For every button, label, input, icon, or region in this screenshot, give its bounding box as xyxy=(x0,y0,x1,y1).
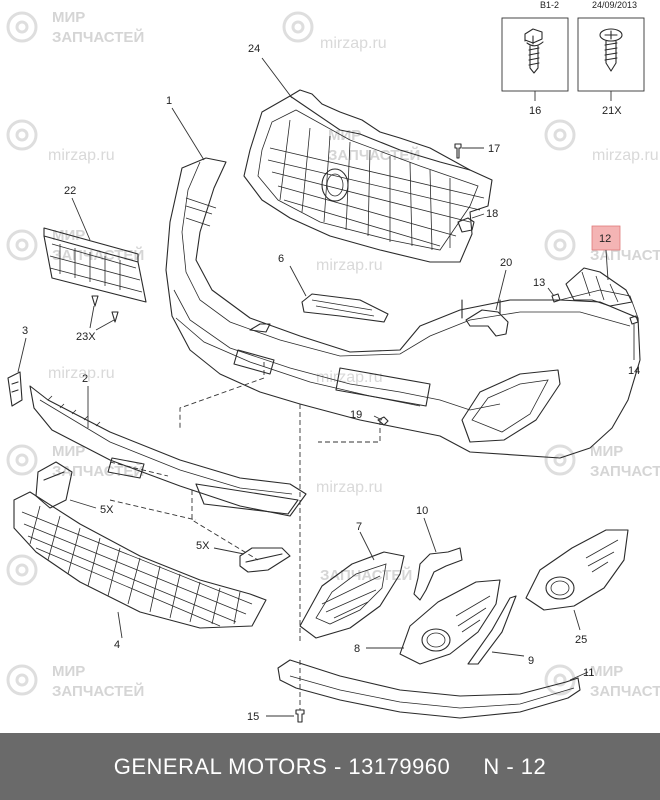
watermark-brand-line1-f: МИР xyxy=(590,443,623,460)
callout-22: 22 xyxy=(64,185,76,197)
watermark-logo-top-left: МИР ЗАПЧАСТЕЙ xyxy=(6,9,144,46)
callout-13: 13 xyxy=(533,277,545,289)
watermark-brand-line2-h: ЗАПЧАСТЕЙ xyxy=(52,682,144,700)
part-4-lower-grille xyxy=(13,491,267,629)
callout-21x: 21X xyxy=(602,105,622,117)
part-10-bracket xyxy=(413,547,463,601)
callout-23x: 23X xyxy=(76,331,96,343)
watermark-logo-right-4: МИР ЗАПЧАСТЕЙ xyxy=(544,443,660,480)
watermark-brand-line1-i: МИР xyxy=(590,663,623,680)
callout-8: 8 xyxy=(354,643,360,655)
part-5x-clip-b xyxy=(239,547,291,573)
callout-15: 15 xyxy=(247,711,259,723)
watermark-brand-line2-d: ЗАПЧАСТЕЙ xyxy=(590,246,660,264)
watermark-url-6: mirzap.ru xyxy=(316,369,383,386)
callout-1: 1 xyxy=(166,95,172,107)
part-18-clip xyxy=(457,217,475,233)
watermark-url-2: mirzap.ru xyxy=(48,147,115,164)
watermark-brand-line1-h: МИР xyxy=(52,663,85,680)
callout-16: 16 xyxy=(529,105,541,117)
part-12-highlight-badge xyxy=(591,225,621,251)
diagram-code: B1-2 xyxy=(540,0,559,10)
watermark-url-1: mirzap.ru xyxy=(320,35,387,52)
watermark-brand-line2-i: ЗАПЧАСТЕЙ xyxy=(590,682,660,700)
part-13-clip xyxy=(551,293,561,303)
watermark-brand-line2-e: ЗАПЧАСТЕЙ xyxy=(52,462,144,480)
footer-brand: GENERAL MOTORS xyxy=(113,753,328,779)
watermark-url-3: mirzap.ru xyxy=(592,147,659,164)
part-11-lower-trim xyxy=(277,659,581,719)
watermark-brand-line2-g: ЗАПЧАСТЕЙ xyxy=(320,566,412,584)
part-1-bumper-cover xyxy=(165,157,641,459)
part-17-screw xyxy=(454,143,462,159)
watermark-brand-line1: МИР xyxy=(52,9,85,26)
part-25-fog-bezel-right xyxy=(525,529,629,611)
callout-19: 19 xyxy=(350,409,362,421)
watermark-brand-line2-f: ЗАПЧАСТЕЙ xyxy=(590,462,660,480)
watermark-url-4: mirzap.ru xyxy=(316,257,383,274)
watermark-logo-right-2 xyxy=(544,119,576,151)
part-15-clip xyxy=(295,709,305,723)
part-12-bumper-bracket xyxy=(565,267,633,307)
callout-3: 3 xyxy=(22,325,28,337)
part-6-lower-grille-strip xyxy=(301,293,389,323)
watermark-logo-left-5 xyxy=(6,554,38,586)
footer-separator: - xyxy=(327,753,349,779)
watermark-layer: МИР ЗАПЧАСТЕЙ mirzap.ru mirzap.ru МИР ЗА… xyxy=(6,9,660,700)
part-24-upper-grille xyxy=(243,89,493,263)
callout-25: 25 xyxy=(575,634,587,646)
part-14-clip xyxy=(629,315,639,325)
callout-2: 2 xyxy=(82,373,88,385)
watermark-brand-line1-b: МИР xyxy=(328,127,361,144)
watermark-logo-right-3: ЗАПЧАСТЕЙ xyxy=(544,229,660,264)
part-19-clip xyxy=(377,416,389,426)
callout-17: 17 xyxy=(488,143,500,155)
part-21-screw xyxy=(577,17,645,92)
part-8-fog-bezel-chrome xyxy=(399,579,501,665)
watermark-logo-top-middle xyxy=(282,11,314,43)
watermark-logo-right-6: МИР ЗАПЧАСТЕЙ xyxy=(544,663,660,700)
part-3-end-clip xyxy=(7,371,23,407)
callout-14: 14 xyxy=(628,365,640,377)
part-7-fog-grille-left xyxy=(299,551,405,639)
watermark-brand-line1-c: МИР xyxy=(52,227,85,244)
watermark-brand-line2-b: ЗАПЧАСТЕЙ xyxy=(328,146,420,164)
watermark-url-5: mirzap.ru xyxy=(48,365,115,382)
part-16-bolt xyxy=(501,17,569,92)
watermark-logo-left-2 xyxy=(6,119,38,151)
callout-20: 20 xyxy=(500,257,512,269)
callout-11: 11 xyxy=(583,667,594,679)
watermark-logo-left-4: МИР ЗАПЧАСТЕЙ xyxy=(6,443,144,480)
watermark-brand-line2-c: ЗАПЧАСТЕЙ xyxy=(52,246,144,264)
watermark-url-7: mirzap.ru xyxy=(316,479,383,496)
callout-5x-b: 5X xyxy=(196,540,210,552)
assembly-guide-lines xyxy=(109,362,381,710)
diagram-date: 24/09/2013 xyxy=(592,0,637,10)
exploded-parts-diagram: МИР ЗАПЧАСТЕЙ mirzap.ru mirzap.ru МИР ЗА… xyxy=(6,0,660,723)
part-info-footer: GENERAL MOTORS - 13179960 N - 12 xyxy=(0,733,660,800)
part-2-bumper-reinforcement xyxy=(29,385,307,517)
callout-7: 7 xyxy=(356,521,362,533)
watermark-brand-line2: ЗАПЧАСТЕЙ xyxy=(52,28,144,46)
callout-6: 6 xyxy=(278,253,284,265)
watermark-brand-line1-e: МИР xyxy=(52,443,85,460)
watermark-logo-middle-2: МИР ЗАПЧАСТЕЙ xyxy=(328,127,420,164)
footer-part-number: 13179960 xyxy=(348,753,451,779)
callout-10: 10 xyxy=(416,505,428,517)
watermark-logo-left-6: МИР ЗАПЧАСТЕЙ xyxy=(6,663,144,700)
callout-9: 9 xyxy=(528,655,534,667)
part-9-chrome-strip xyxy=(467,595,517,665)
part-23-screws xyxy=(91,295,119,323)
callout-24: 24 xyxy=(248,43,260,55)
part-20-bracket xyxy=(465,309,509,337)
callout-18: 18 xyxy=(486,208,498,220)
part-22-license-plate-bracket xyxy=(43,227,147,303)
footer-reference: N - 12 xyxy=(483,753,547,779)
footer-gap xyxy=(450,754,483,780)
callout-4: 4 xyxy=(114,639,120,651)
callout-5x-a: 5X xyxy=(100,504,114,516)
callout-12: 12 xyxy=(599,233,611,245)
